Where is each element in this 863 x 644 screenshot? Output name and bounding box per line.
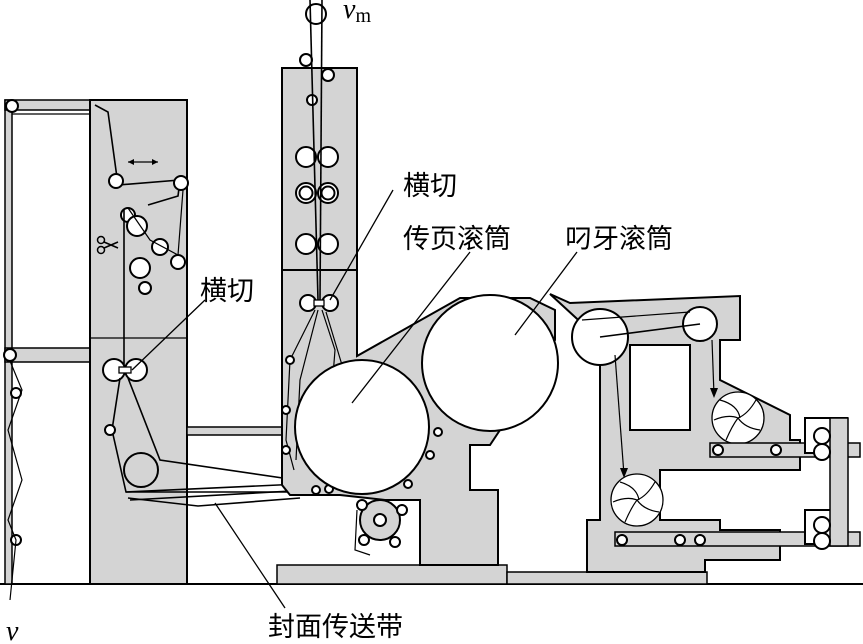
scissors-icon (96, 235, 119, 255)
center-tower-unit (281, 0, 559, 566)
right-delivery-unit (549, 293, 861, 573)
leader-cross-cut-top (329, 189, 394, 301)
lower-fan-delivery (610, 473, 664, 527)
gripper-mechanism (354, 499, 408, 556)
left-frame (3, 99, 96, 601)
upper-fan-delivery (711, 391, 765, 445)
label-vm: vm (343, 0, 371, 27)
label-cover-conveyor: 封面传送带 (268, 612, 403, 643)
label-transfer-cylinder: 传页滚筒 (403, 224, 511, 255)
label-cross-cut-left: 横切 (200, 276, 254, 307)
leader-cross-cut-left (131, 299, 206, 371)
label-gripper-cylinder: 叼牙滚筒 (565, 224, 673, 255)
base-slab-center (276, 564, 508, 585)
transfer-cylinder (294, 359, 430, 495)
label-v: v (6, 616, 19, 644)
connecting-rail (186, 426, 283, 436)
double-arrow-icon (128, 159, 158, 165)
leader-transfer-cylinder (351, 251, 471, 404)
base-slab-right (506, 571, 708, 585)
label-cross-cut-top: 横切 (403, 171, 457, 202)
leader-cover-conveyor (214, 502, 286, 609)
left-cutter-unit (89, 99, 311, 585)
gripper-cylinder (421, 294, 559, 432)
leader-gripper-cylinder (514, 251, 578, 336)
